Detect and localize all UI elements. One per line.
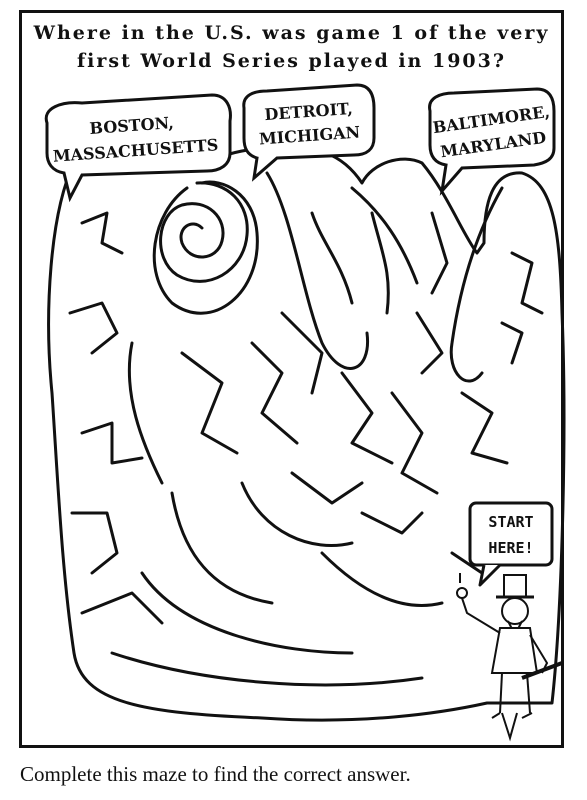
maze-wall	[340, 371, 394, 465]
maze-wall	[80, 591, 164, 625]
maze-wall	[170, 491, 274, 605]
maze-wall	[127, 341, 164, 485]
answer-bubble-boston: BOSTON, MASSACHUSETTS	[44, 93, 232, 203]
maze-wall	[180, 351, 239, 455]
maze-wall	[280, 311, 324, 395]
maze-wall	[450, 551, 484, 575]
maze-wall	[140, 571, 354, 655]
instructions-caption: Complete this maze to find the correct a…	[20, 762, 411, 786]
maze-wall	[370, 211, 390, 315]
maze-wall	[510, 251, 544, 315]
maze-wall	[460, 391, 509, 465]
maze-wall	[70, 511, 119, 575]
maze-wall	[415, 311, 444, 375]
glove-seam	[350, 186, 419, 285]
maze-spiral	[159, 181, 249, 283]
maze-wall	[110, 651, 424, 687]
maze-wall	[320, 551, 444, 608]
maze-wall	[240, 481, 354, 547]
maze-wall	[68, 301, 119, 355]
answer-bubble-detroit: DETROIT, MICHIGAN	[242, 83, 376, 182]
maze-wall	[310, 211, 354, 305]
maze-wall	[500, 321, 524, 365]
start-line-1: START	[488, 513, 533, 531]
baseball-glove-maze: BOSTON, MASSACHUSETTS DETROIT, MICHIGAN …	[44, 83, 566, 742]
answer-bubble-baltimore: BALTIMORE, MARYLAND	[428, 87, 556, 196]
maze-wall	[290, 471, 364, 505]
uncle-sam-figure	[456, 573, 563, 742]
maze-wall	[390, 391, 439, 495]
maze-wall	[430, 211, 449, 295]
maze-wall	[250, 341, 299, 445]
question-line-2: first World Series played in 1903?	[76, 50, 507, 72]
glove-seam	[449, 186, 504, 383]
puzzle-frame: Where in the U.S. was game 1 of the very…	[19, 10, 566, 748]
glove-outline	[47, 147, 566, 722]
start-line-2: HERE!	[488, 539, 533, 557]
start-here-bubble: START HERE!	[468, 501, 554, 587]
glove-seam	[265, 171, 370, 370]
maze-wall	[80, 211, 124, 255]
maze-wall	[360, 511, 424, 535]
question-line-1: Where in the U.S. was game 1 of the very	[33, 22, 550, 44]
question-heading: Where in the U.S. was game 1 of the very…	[22, 19, 561, 75]
glove-seam	[152, 180, 259, 315]
maze-wall	[80, 421, 144, 465]
